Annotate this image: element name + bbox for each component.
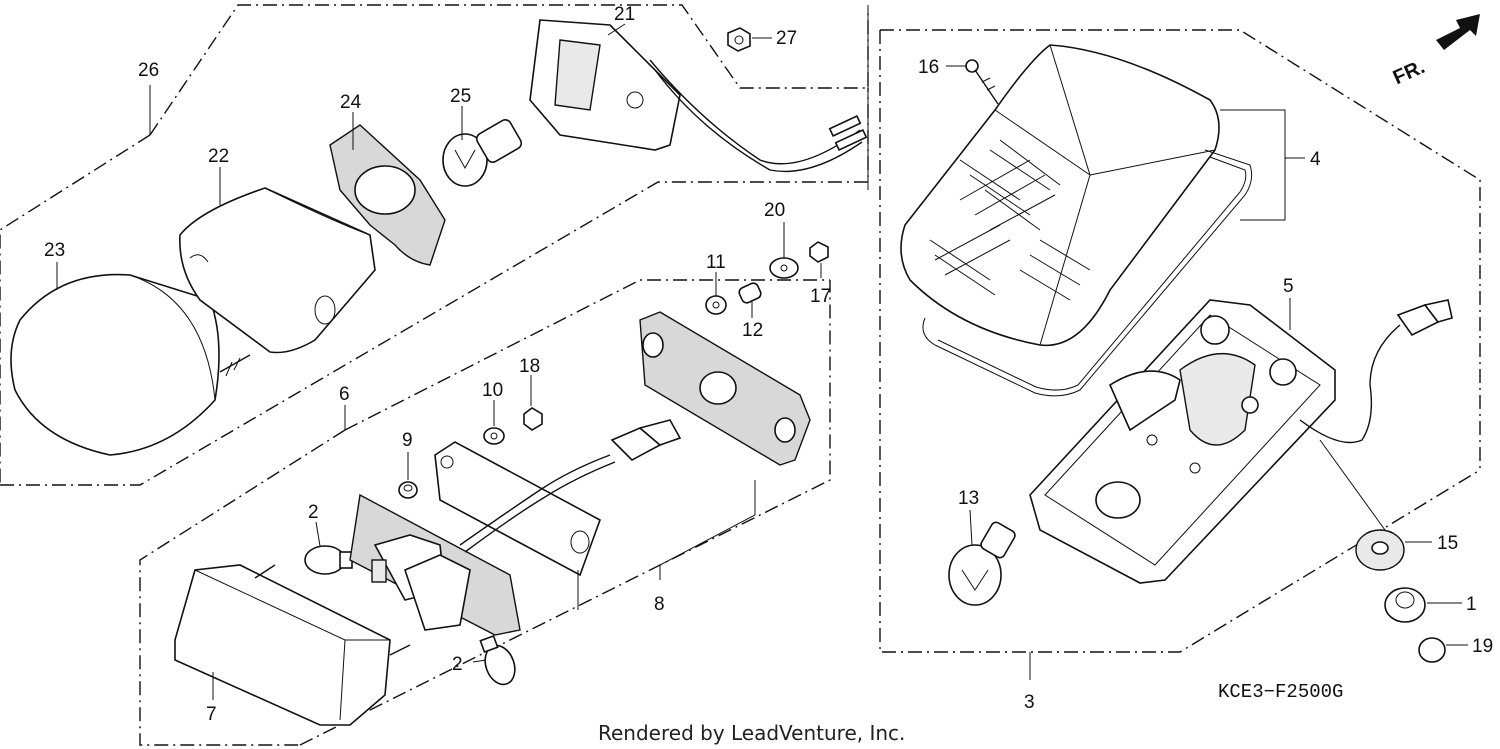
part-1-collar (1384, 587, 1426, 623)
callout-11: 11 (706, 252, 726, 273)
leaders-26 (56, 23, 772, 290)
callout-17: 17 (810, 286, 831, 307)
part-22-housing (179, 187, 376, 354)
part-13-bulb (948, 521, 1016, 606)
callout-10: 10 (482, 380, 503, 401)
callout-9: 9 (402, 430, 413, 451)
callout-19: 19 (1472, 636, 1493, 657)
callout-26: 26 (138, 60, 159, 81)
callout-27: 27 (776, 28, 797, 49)
part-4-gasket (922, 149, 1253, 397)
part-9-collar (398, 481, 418, 499)
part-18-nut (523, 407, 543, 431)
part-16-screw (965, 59, 999, 105)
callout-1: 1 (1466, 594, 1477, 615)
part-10-washer (483, 427, 505, 445)
assembly-6-outline (139, 279, 831, 746)
callout-13: 13 (958, 488, 979, 509)
part-27-nut (727, 27, 751, 52)
callout-16: 16 (918, 57, 939, 78)
front-arrow-icon (1436, 14, 1480, 50)
part-base-plate (639, 311, 811, 466)
callout-3: 3 (1024, 692, 1035, 713)
part-7-lens (174, 564, 411, 726)
part-2-bulb-upper (304, 545, 353, 575)
callout-6: 6 (339, 384, 350, 405)
callout-22: 22 (208, 146, 229, 167)
callout-8: 8 (654, 594, 665, 615)
part-12-collar (738, 282, 762, 304)
callout-23: 23 (44, 240, 65, 261)
part-5-base (1029, 299, 1453, 584)
part-8-bracket (434, 419, 682, 577)
credit-text: Rendered by LeadVenture, Inc. (598, 721, 905, 745)
part-4-lens (900, 44, 1220, 347)
part-23-lens (10, 273, 251, 456)
callout-2-lower: 2 (452, 654, 463, 675)
part-15-grommet (1355, 529, 1405, 571)
callout-25: 25 (450, 86, 471, 107)
part-19-cap (1418, 637, 1446, 663)
callout-20: 20 (764, 200, 785, 221)
front-direction-label: FR. (1390, 56, 1428, 89)
callout-15: 15 (1437, 533, 1458, 554)
leaders-6 (212, 222, 822, 700)
part-25-bulb (442, 119, 523, 187)
callout-4: 4 (1310, 149, 1321, 170)
part-20-washer (769, 257, 799, 279)
callout-24: 24 (340, 92, 362, 113)
part-24-gasket (329, 124, 446, 266)
part-21-socket (529, 19, 868, 173)
diagram-code: KCE3−F2500G (1218, 681, 1343, 703)
leaders-3 (946, 65, 1468, 680)
assembly-3-outline (879, 29, 1481, 653)
callout-7: 7 (206, 704, 217, 725)
part-2-bulb-lower (479, 634, 516, 686)
callout-21: 21 (614, 4, 635, 25)
callout-18: 18 (519, 356, 540, 377)
part-11-grommet (705, 295, 727, 315)
part-17-nut (809, 241, 829, 263)
callout-2-upper: 2 (308, 502, 319, 523)
assembly-26-outline (0, 4, 869, 486)
part-plate (349, 493, 521, 636)
callout-5: 5 (1283, 276, 1294, 297)
callout-12: 12 (742, 320, 763, 341)
